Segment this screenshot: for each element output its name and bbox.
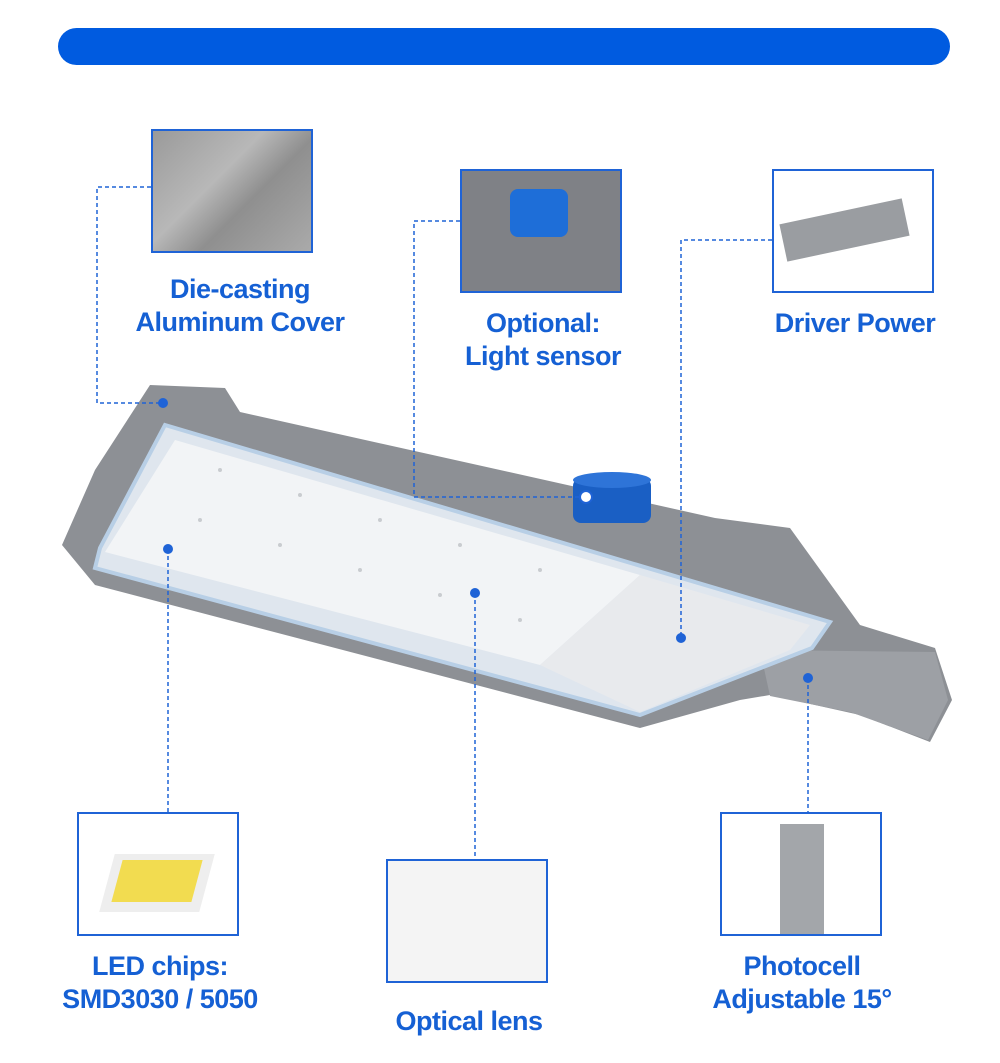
header-bar xyxy=(58,28,950,65)
driver-power-label: Driver Power xyxy=(775,307,936,340)
driver-power-image xyxy=(772,169,934,293)
die-casting-image xyxy=(151,129,313,253)
label-line: Adjustable 15° xyxy=(712,984,892,1014)
label-line: Optional: xyxy=(486,308,600,338)
connector-lines xyxy=(96,186,809,859)
label-line: Die-casting xyxy=(169,274,311,304)
label-line: Optical lens xyxy=(395,1006,543,1036)
connector-dots xyxy=(158,398,813,683)
label-line: Light sensor xyxy=(464,341,622,371)
die-casting-label: Die-casting Aluminum Cover xyxy=(135,273,345,339)
sensor-connector-ring xyxy=(579,490,593,504)
label-line: LED chips: xyxy=(91,951,229,981)
lamp-bracket xyxy=(760,650,948,740)
led-chip-image xyxy=(77,812,239,936)
led-array xyxy=(105,440,640,665)
label-line: Photocell xyxy=(743,951,861,981)
led-chips-label: LED chips: SMD3030 / 5050 xyxy=(62,950,258,1016)
led-dots xyxy=(198,468,542,622)
light-sensor-image xyxy=(460,169,622,293)
photocell-label: Photocell Adjustable 15° xyxy=(712,950,892,1016)
label-line: SMD3030 / 5050 xyxy=(62,984,258,1014)
driver-compartment xyxy=(540,575,810,712)
label-line: Aluminum Cover xyxy=(135,307,345,337)
label-line: Driver Power xyxy=(774,308,936,338)
optical-lens-image xyxy=(386,859,548,983)
photocell-bracket-image xyxy=(720,812,882,936)
light-sensor-label: Optional: Light sensor xyxy=(464,307,622,373)
light-sensor-body xyxy=(573,478,651,523)
optical-lens-label: Optical lens xyxy=(395,1005,543,1038)
